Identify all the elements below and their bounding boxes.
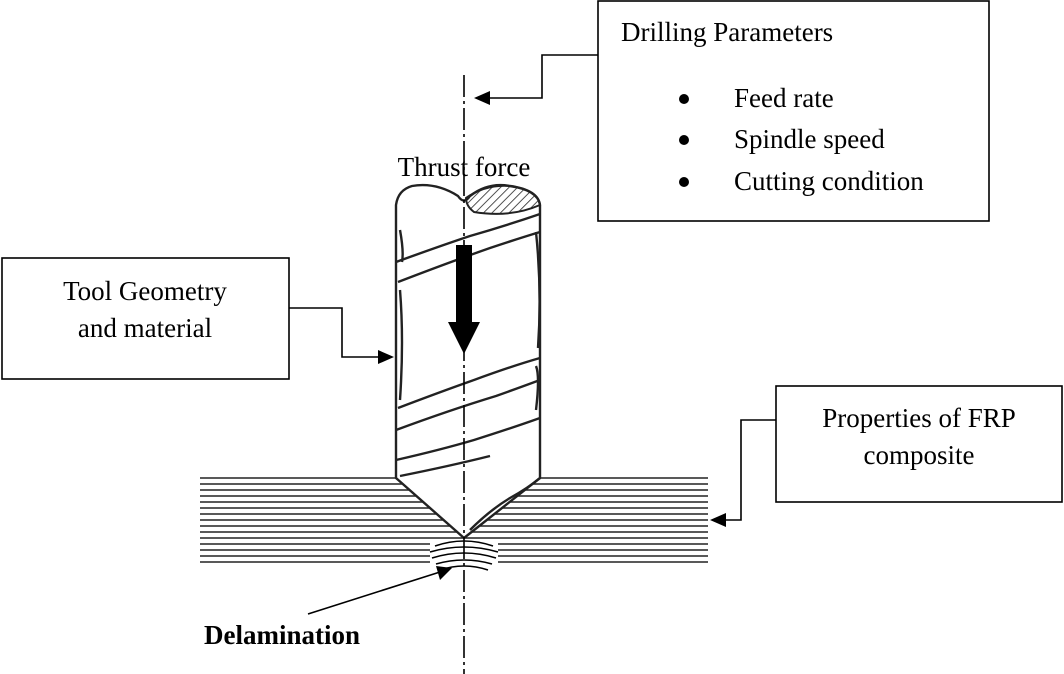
tool-geometry-line2: and material (78, 313, 212, 343)
frp-connector (726, 419, 776, 521)
bullet-icon (679, 177, 689, 187)
drill-top-hatch (464, 184, 542, 215)
tool-geometry-line1: Tool Geometry (63, 276, 227, 306)
param-spindle-speed: Spindle speed (734, 124, 885, 154)
arrowhead-icon (436, 566, 452, 580)
frp-laminate (200, 477, 708, 563)
frp-properties-line2: composite (864, 440, 975, 470)
arrowhead-icon (710, 513, 726, 527)
drilling-parameters-title: Drilling Parameters (621, 17, 833, 47)
frp-properties-box: Properties of FRP composite (775, 385, 1063, 503)
arrowhead-icon (474, 91, 490, 105)
delamination-label: Delamination (204, 620, 360, 650)
drilling-parameters-box: Drilling Parameters Feed rate Spindle sp… (597, 0, 990, 222)
drill-bit (394, 183, 542, 540)
tool-connector (289, 307, 378, 358)
tool-geometry-box: Tool Geometry and material (1, 257, 290, 380)
arrowhead-icon (378, 350, 394, 364)
bullet-icon (679, 135, 689, 145)
delamination-pointer (307, 571, 441, 615)
frp-properties-line1: Properties of FRP (822, 403, 1016, 433)
drilling-connector (488, 54, 598, 99)
param-cutting-condition: Cutting condition (734, 166, 924, 196)
param-feed-rate: Feed rate (734, 83, 834, 113)
bullet-icon (679, 94, 689, 104)
thrust-force-label: Thrust force (398, 152, 531, 182)
